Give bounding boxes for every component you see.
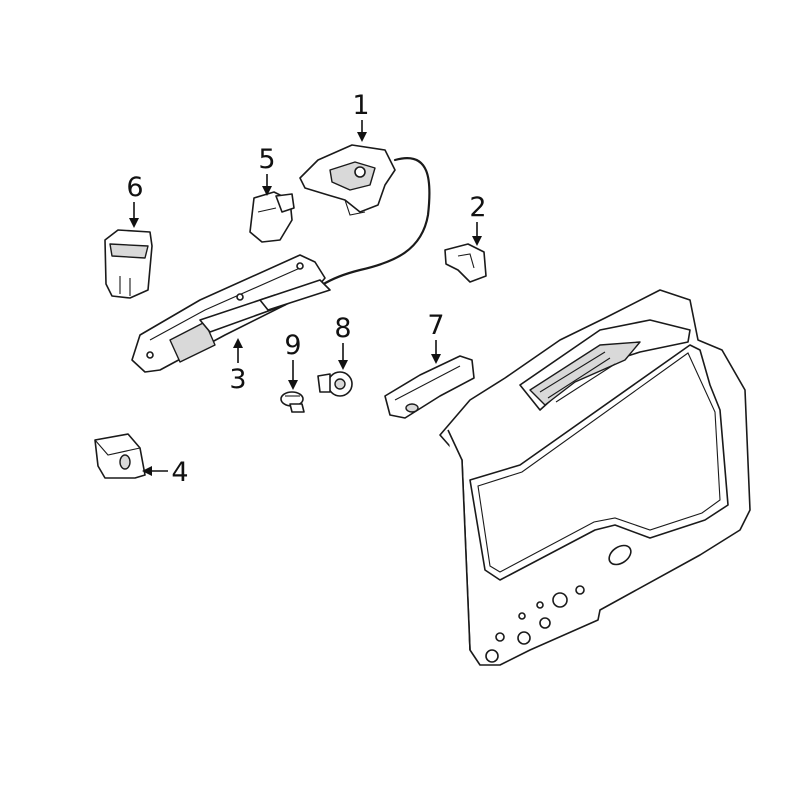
callout-1: 1 <box>352 90 370 142</box>
part-1-latch <box>299 144 396 216</box>
callout-7-label: 7 <box>427 310 444 341</box>
part-6-switch <box>104 229 153 299</box>
callout-6: 6 <box>126 172 144 228</box>
callout-8-label: 8 <box>334 313 351 344</box>
part-5-sensor <box>249 191 295 243</box>
part-8-grommet <box>317 371 353 397</box>
part-3-release-actuator <box>131 254 331 373</box>
callout-4: 4 <box>142 457 189 488</box>
part-4-cover <box>94 433 146 479</box>
callout-2: 2 <box>469 192 487 246</box>
callout-8: 8 <box>334 313 352 370</box>
callout-3-label: 3 <box>229 364 246 395</box>
callout-6-label: 6 <box>126 172 143 203</box>
callout-5-label: 5 <box>258 144 275 175</box>
callout-1-label: 1 <box>352 90 369 121</box>
release-cable <box>320 157 431 287</box>
tailgate-panel <box>439 289 751 666</box>
part-2-clip <box>444 243 487 283</box>
callout-2-label: 2 <box>469 192 486 223</box>
part-9-bolt <box>280 391 305 413</box>
callout-9: 9 <box>284 330 302 390</box>
callout-9-label: 9 <box>284 330 301 361</box>
part-7-handle <box>384 355 475 419</box>
callout-3: 3 <box>229 338 247 395</box>
callout-7: 7 <box>427 310 445 364</box>
callout-5: 5 <box>258 144 276 196</box>
callout-4-label: 4 <box>171 457 188 488</box>
